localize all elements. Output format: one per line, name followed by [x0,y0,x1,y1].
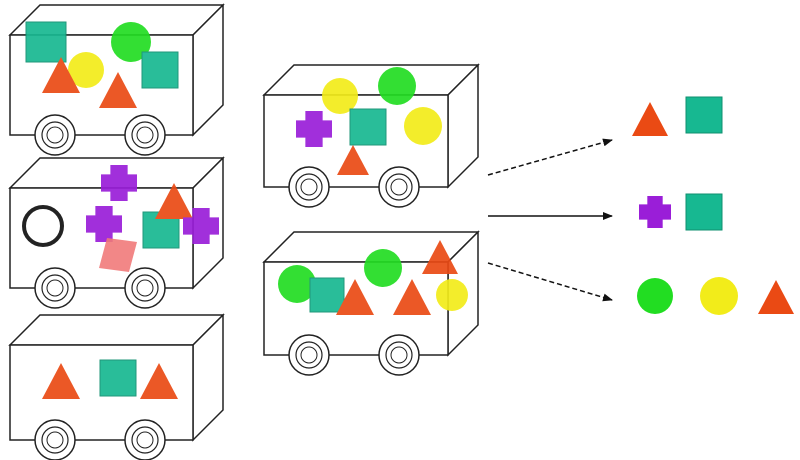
carts-layer [8,3,480,460]
outputs-layer [632,96,794,315]
yellow-circle [68,52,104,88]
red-triangle [336,279,374,315]
red-triangle [155,183,193,219]
red-triangle [42,363,80,399]
purple-cross [183,208,219,244]
purple-cross [296,111,332,147]
cart-4-shapes [296,67,442,175]
cart-3-shapes [42,359,178,399]
cart-1 [8,3,225,156]
wheel-icon [288,334,330,376]
teal-square [99,359,137,397]
wheel-icon [288,166,330,208]
cart-4 [262,63,480,208]
teal-square [685,96,723,134]
wheel-icon [34,419,76,460]
cart-3 [8,313,225,460]
teal-square [141,51,179,89]
red-triangle [337,145,369,175]
pink-parallelogram [99,238,137,272]
teal-square [685,193,723,231]
cart-5-shapes [278,240,468,315]
cart-2 [8,156,225,309]
yellow-circle [322,78,358,114]
red-triangle [140,363,178,399]
cart-1-shapes [25,21,179,108]
green-circle [637,278,673,314]
teal-square [349,108,387,146]
output-group-2 [639,193,723,231]
cart-4-top-face [262,64,480,96]
purple-cross [101,165,137,201]
teal-square [309,277,345,313]
wheel-icon [124,114,166,156]
purple-cross [639,196,671,228]
wheel-icon [378,166,420,208]
yellow-circle [436,279,468,311]
black-ring [22,205,64,247]
teal-square [25,21,67,63]
red-triangle [99,72,137,108]
cart-5 [262,230,480,376]
green-circle [111,22,151,62]
cart-3-top-face [8,314,225,346]
output-group-3 [637,277,794,315]
wheel-icon [34,114,76,156]
wheel-icon [124,267,166,309]
purple-cross [86,206,122,242]
red-triangle [393,279,431,315]
red-triangle [42,57,80,93]
green-circle [278,265,316,303]
wheel-icon [34,267,76,309]
red-triangle [758,280,794,314]
green-circle [364,249,402,287]
red-triangle [632,102,668,136]
red-triangle [422,240,458,274]
wheel-icon [124,419,166,460]
green-circle [378,67,416,105]
arrows-layer [487,138,613,302]
arrow-3 [487,262,613,302]
cart-2-shapes [22,165,219,272]
yellow-circle [404,107,442,145]
arrow-1 [487,138,613,176]
yellow-circle [700,277,738,315]
wheel-icon [378,334,420,376]
output-group-1 [632,96,723,136]
